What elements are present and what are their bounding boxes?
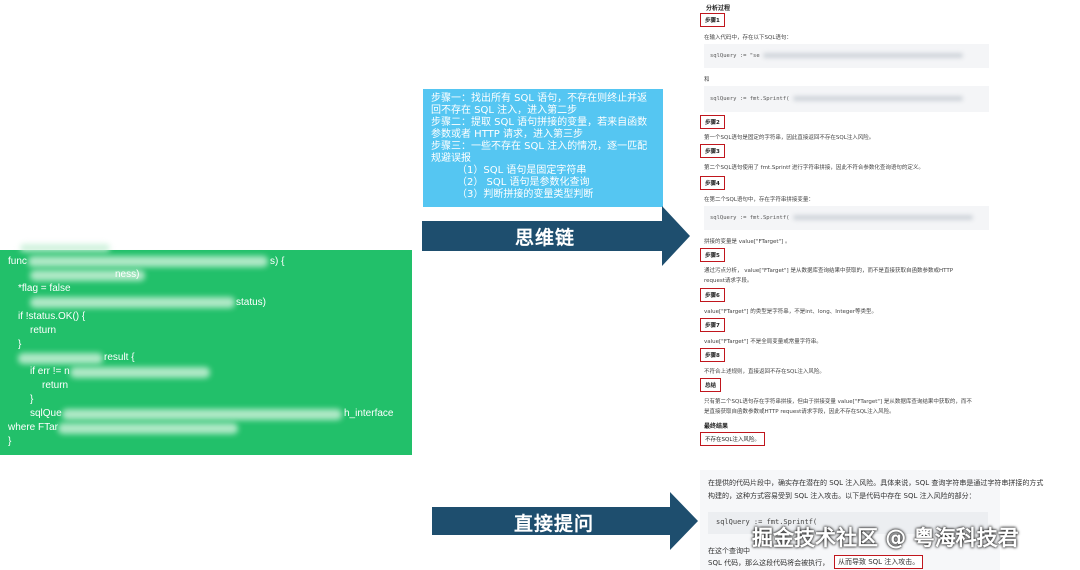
step-5-text-1: 通过污点分析， value["FTarget"] 是从数据库查询结果中获取的，而…: [704, 268, 954, 274]
code-line: result {: [104, 352, 135, 363]
code-line: }: [18, 339, 22, 350]
summary-text-1: 只有第二个SQL语句存在字符串拼接，但由于拼接变量 value["FTarget…: [704, 399, 972, 405]
step-4-text: 在第二个SQL语句中，存在字符串拼接变量：: [704, 197, 814, 203]
step-6-label: 步骤6: [700, 288, 725, 302]
prompt-steps-box: 步骤一：找出所有 SQL 语句，不存在则终止并返回不存在 SQL 注入，进入第二…: [423, 89, 663, 207]
and-text: 和: [704, 77, 710, 83]
step-7-label: 步骤7: [700, 318, 725, 332]
answer-line-1: 在提供的代码片段中，确实存在潜在的 SQL 注入风险。具体来说，SQL 查询字符…: [708, 479, 1044, 487]
analysis-title: 分析过程: [706, 5, 731, 12]
sub-rule-2: （2） SQL 语句是参数化查询: [457, 177, 590, 188]
step-3-text: 第二个SQL语句使用了 fmt.Sprintf 进行字符串拼接，因此不符合参数化…: [704, 165, 924, 171]
step-2-text: 第一个SQL语句是固定的字符串，因此直接返回不存在SQL注入风险。: [704, 135, 875, 141]
step-5-label: 步骤5: [700, 248, 725, 262]
variable-text: 拼接的变量是 value["FTarget"] 。: [704, 239, 791, 245]
step-one-text: 步骤一：找出所有 SQL 语句，不存在则终止并返回不存在 SQL 注入，进入第二…: [431, 93, 648, 116]
cot-arrow-icon: [422, 206, 690, 266]
answer-code: sqlQuery := fmt.Sprintf(: [708, 512, 988, 534]
answer-line-4: SQL 代码，那么这段代码将会被执行，: [708, 559, 830, 567]
step-1-text: 在输入代码中，存在以下SQL语句：: [704, 35, 792, 41]
code-line: if err != n: [30, 366, 70, 377]
code-line: where FTar: [8, 422, 59, 433]
step-4-label: 步骤4: [700, 176, 725, 190]
answer-highlight: 从而导致 SQL 注入攻击。: [834, 555, 924, 569]
code-line: status): [236, 297, 267, 308]
code-line: if !status.OK() {: [18, 311, 86, 322]
code-line: }: [30, 394, 34, 405]
code-line: h_interface: [344, 408, 394, 419]
code-sample-3: sqlQuery := fmt.Sprintf(: [704, 206, 989, 230]
code-line: *flag = false: [18, 283, 71, 294]
answer-line-3: 在这个查询中: [708, 547, 750, 555]
code-line: }: [8, 436, 12, 447]
step-8-label: 步骤8: [700, 348, 725, 362]
sub-rule-3: （3）判断拼接的变量类型判断: [457, 189, 594, 200]
code-line: return: [42, 380, 69, 391]
code-sample-1: sqlQuery := "se: [704, 44, 989, 68]
final-result-title: 最终结果: [704, 423, 729, 430]
step-8-text: 不符合上述规则，直接返回不存在SQL注入风险。: [704, 369, 825, 375]
code-line: return: [30, 325, 57, 336]
code-snippet: func s) { ness) *flag = false status) if…: [0, 244, 412, 455]
sub-rule-1: （1）SQL 语句是固定字符串: [457, 165, 587, 176]
code-line: sqlQue: [30, 408, 62, 419]
step-6-text: value["FTarget"] 的类型是字符串，不是int、long、Inte…: [704, 309, 878, 315]
step-5-text-2: request请求字段。: [704, 278, 753, 284]
step-7-text: value["FTarget"] 不是全局变量或常量字符串。: [704, 339, 822, 345]
analysis-document: 分析过程 步骤1 在输入代码中，存在以下SQL语句： sqlQuery := "…: [694, 0, 994, 458]
code-line: func: [8, 256, 27, 267]
direct-arrow-icon: [432, 492, 698, 550]
step-2-label: 步骤2: [700, 115, 725, 129]
code-sample-2: sqlQuery := fmt.Sprintf(: [704, 86, 989, 112]
cot-arrow-label: 思维链: [515, 227, 576, 249]
answer-line-2: 构建的，这种方式容易受到 SQL 注入攻击。以下是代码中存在 SQL 注入风险的…: [708, 492, 976, 500]
direct-answer-document: 在提供的代码片段中，确实存在潜在的 SQL 注入风险。具体来说，SQL 查询字符…: [700, 470, 1043, 570]
summary-text-2: 是直接获取自函数参数或HTTP request请求字段，因此不存在SQL注入风险…: [704, 409, 895, 415]
watermark: 掘金技术社区 @ 粤海科技君: [752, 526, 1019, 550]
final-result-box: 不存在SQL注入风险。: [700, 432, 765, 446]
step-two-text: 步骤二：提取 SQL 语句拼接的变量，若来自函数参数或者 HTTP 请求，进入第…: [431, 117, 648, 140]
step-3-label: 步骤3: [700, 144, 725, 158]
summary-label: 总结: [700, 378, 722, 392]
step-three-text: 步骤三：一些不存在 SQL 注入的情况，逐一匹配规避误报: [431, 141, 648, 164]
code-line: ness): [115, 269, 140, 280]
step-1-label: 步骤1: [700, 13, 725, 27]
direct-arrow-label: 直接提问: [514, 513, 595, 535]
